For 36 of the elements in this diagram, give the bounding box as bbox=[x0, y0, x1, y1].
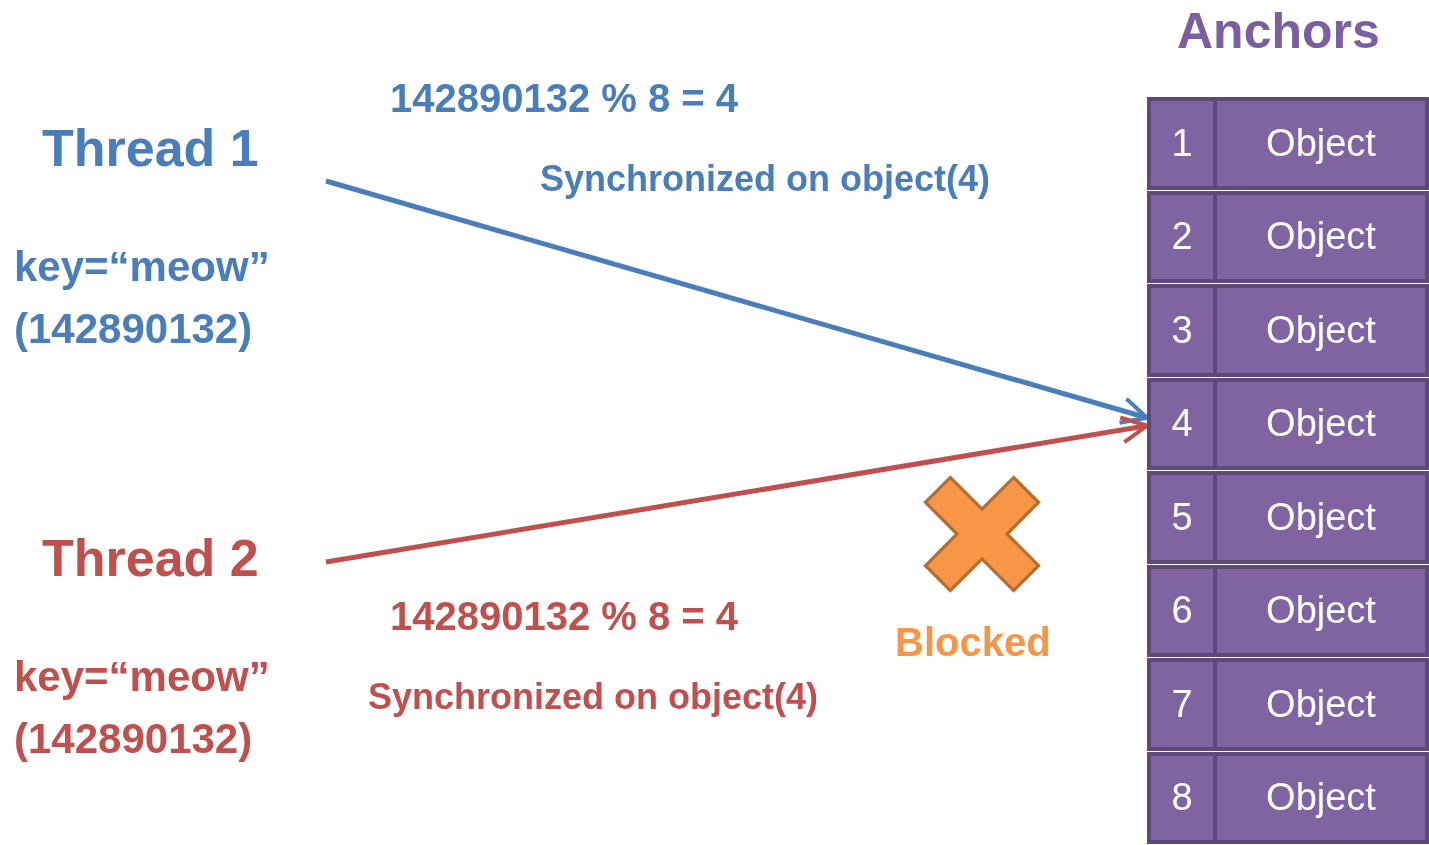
table-row bbox=[1147, 190, 1429, 283]
formula-text: 142890132 % 8 = 4 bbox=[390, 594, 739, 639]
arrow bbox=[325, 178, 1149, 425]
table-row bbox=[1147, 284, 1429, 377]
cell-text: Object bbox=[1265, 307, 1377, 353]
arrow bbox=[325, 415, 1149, 565]
row-number: 3 bbox=[1151, 288, 1217, 373]
row-number: 1 bbox=[1151, 101, 1217, 186]
thread-title: Thread 2 bbox=[42, 528, 259, 588]
table-row bbox=[1147, 564, 1429, 657]
formula-text: 142890132 % 8 = 4 bbox=[390, 76, 739, 121]
row-number: 7 bbox=[1151, 662, 1217, 747]
cell-text: Object bbox=[1265, 775, 1377, 821]
table-row bbox=[1147, 97, 1429, 190]
key-text: key=“meow” (142890132) bbox=[14, 242, 271, 354]
table-row bbox=[1147, 658, 1429, 751]
cell-text: Object bbox=[1265, 494, 1377, 540]
row-number: 2 bbox=[1151, 194, 1217, 279]
thread-title: Thread 1 bbox=[42, 118, 259, 178]
key-text: key=“meow” (142890132) bbox=[14, 652, 271, 764]
cell-text: Object bbox=[1265, 588, 1377, 634]
row-number: 5 bbox=[1151, 475, 1217, 560]
table-row bbox=[1147, 471, 1429, 564]
note-text: Synchronized on object(4) bbox=[540, 158, 991, 200]
cell-text: Object bbox=[1265, 120, 1377, 166]
note-text: Synchronized on object(4) bbox=[368, 676, 819, 718]
table-title: Anchors bbox=[1177, 2, 1380, 60]
row-number: 8 bbox=[1151, 755, 1217, 840]
status-label: Blocked bbox=[895, 620, 1051, 665]
row-number: 6 bbox=[1151, 568, 1217, 653]
table-row bbox=[1147, 751, 1429, 844]
cell-text: Object bbox=[1265, 401, 1377, 447]
cell-text: Object bbox=[1265, 681, 1377, 727]
row-number: 4 bbox=[1151, 381, 1217, 466]
cell-text: Object bbox=[1265, 214, 1377, 260]
table-row bbox=[1147, 377, 1429, 470]
